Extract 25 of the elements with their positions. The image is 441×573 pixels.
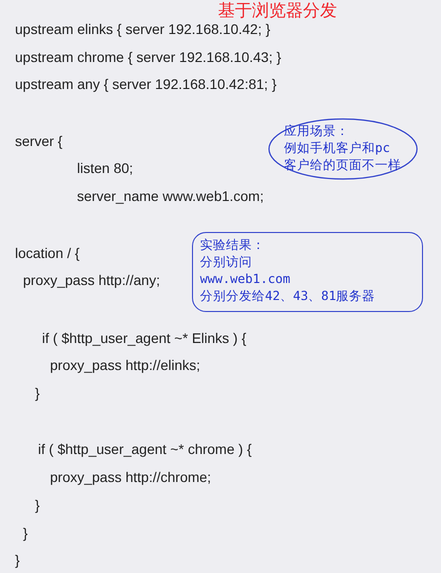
code-line: proxy_pass http://any; xyxy=(23,272,160,288)
note-text: 例如手机客户和pc客户给的页面不一样 xyxy=(284,139,402,173)
title: 基于浏览器分发 xyxy=(218,1,337,21)
code-line: server { xyxy=(15,133,62,149)
note-heading: 应用场景： xyxy=(284,122,350,139)
code-line: proxy_pass http://chrome; xyxy=(50,469,212,485)
code-line: upstream any { server 192.168.10.42:81; } xyxy=(15,76,277,92)
code-line: } xyxy=(15,552,20,568)
note-heading: 实验结果： xyxy=(200,236,266,253)
code-line: if ( $http_user_agent ~* chrome ) { xyxy=(38,441,252,457)
note-box xyxy=(192,232,423,312)
code-line: } xyxy=(35,497,40,513)
note-text: www.web1.com xyxy=(200,270,292,287)
code-line: upstream chrome { server 192.168.10.43; } xyxy=(15,49,282,65)
note-ellipse xyxy=(268,118,418,180)
code-line: proxy_pass http://elinks; xyxy=(50,357,200,373)
code-line: } xyxy=(23,525,28,541)
code-line: upstream elinks { server 192.168.10.42; } xyxy=(15,21,270,37)
note-text: 分别分发给42、43、81服务器 xyxy=(200,287,376,304)
code-line: if ( $http_user_agent ~* Elinks ) { xyxy=(42,330,246,346)
note-text: 分别访问 xyxy=(200,253,253,270)
code-line: server_name www.web1.com; xyxy=(77,188,264,204)
code-line: listen 80; xyxy=(77,160,134,176)
code-line: location / { xyxy=(15,245,80,261)
code-line: } xyxy=(35,385,40,401)
